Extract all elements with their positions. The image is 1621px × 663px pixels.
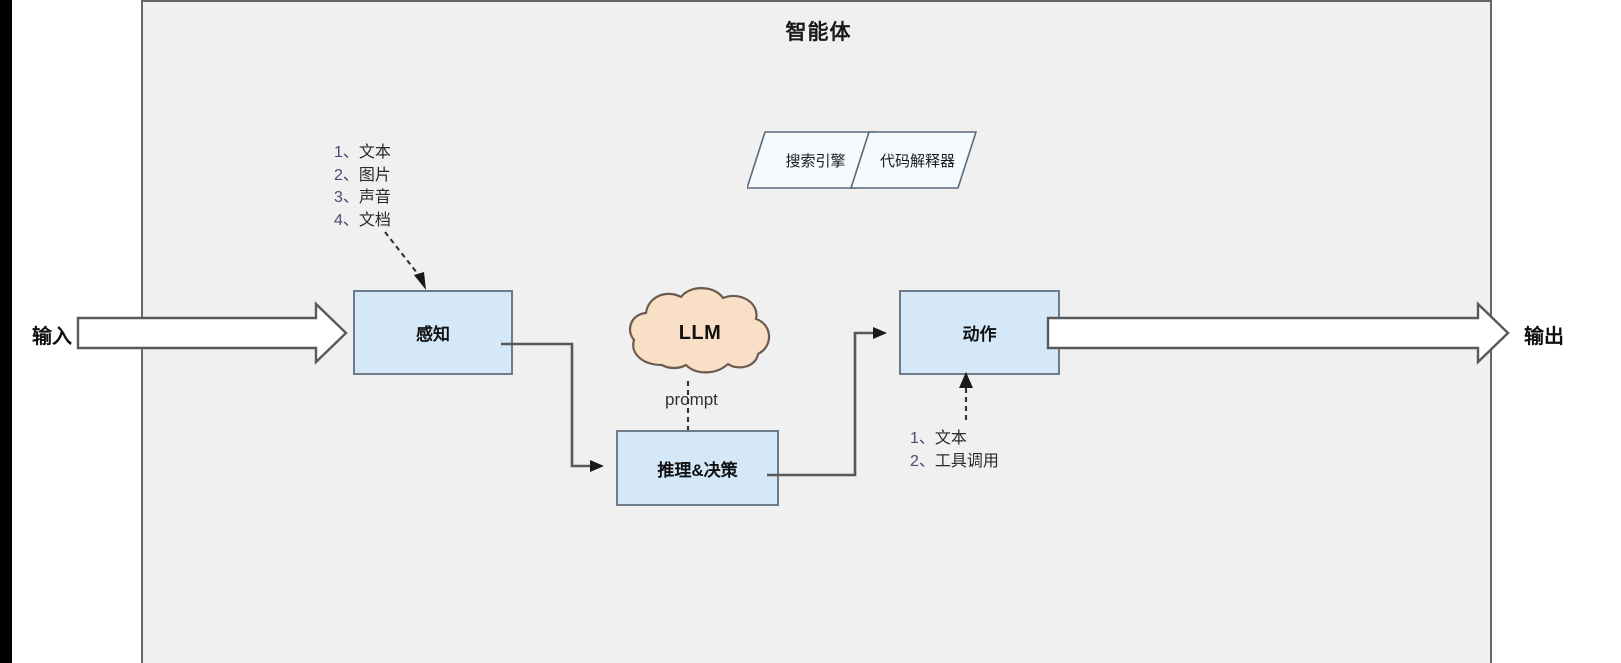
list-item-number: 2、	[334, 166, 359, 184]
list-item: 2、图片	[334, 165, 391, 188]
tools-group: 搜索引擎 代码解释器	[745, 131, 978, 189]
list-item-number: 2、	[910, 452, 935, 470]
node-reasoning-decision[interactable]: 推理&决策	[616, 430, 779, 506]
cloud-icon	[629, 287, 771, 374]
list-item-number: 3、	[334, 189, 359, 206]
list-item-label: 文本	[358, 144, 391, 161]
action-outputs-list: 1、文本 2、工具调用	[910, 428, 999, 473]
list-item-label: 声音	[358, 189, 391, 206]
list-item: 3、声音	[334, 187, 391, 210]
prompt-label: prompt	[662, 390, 721, 410]
tool-label-code-interpreter[interactable]: 代码解释器	[879, 152, 955, 170]
left-black-strip	[0, 0, 12, 663]
list-item: 1、文本	[334, 142, 391, 165]
list-item-number: 4、	[334, 211, 359, 229]
list-item: 1、文本	[910, 428, 999, 451]
llm-label: LLM	[678, 321, 722, 344]
list-item-number: 1、	[910, 430, 935, 447]
input-label: 输入	[32, 326, 72, 348]
page-title: 智能体	[785, 21, 852, 44]
tools-shapes-svg	[745, 131, 978, 189]
list-item-label: 文本	[934, 430, 967, 447]
list-item-number: 1、	[334, 144, 359, 161]
tool-label-search-engine[interactable]: 搜索引擎	[785, 152, 846, 170]
list-item-label: 文档	[358, 211, 391, 229]
list-item: 2、工具调用	[910, 451, 999, 474]
node-action[interactable]: 动作	[899, 290, 1060, 375]
list-item-label: 工具调用	[934, 452, 999, 470]
node-llm-cloud[interactable]: LLM	[624, 283, 776, 383]
node-perception[interactable]: 感知	[353, 290, 513, 375]
output-label: 输出	[1524, 326, 1564, 348]
agent-container: 智能体	[141, 0, 1492, 663]
list-item-label: 图片	[358, 166, 391, 184]
input-modalities-list: 1、文本 2、图片 3、声音 4、文档	[334, 142, 391, 232]
diagram-canvas: 智能体 1、文本 2、图片 3、声音 4、文档 1、文本 2、工具调用 搜索引擎…	[12, 0, 1621, 663]
list-item: 4、文档	[334, 210, 391, 233]
